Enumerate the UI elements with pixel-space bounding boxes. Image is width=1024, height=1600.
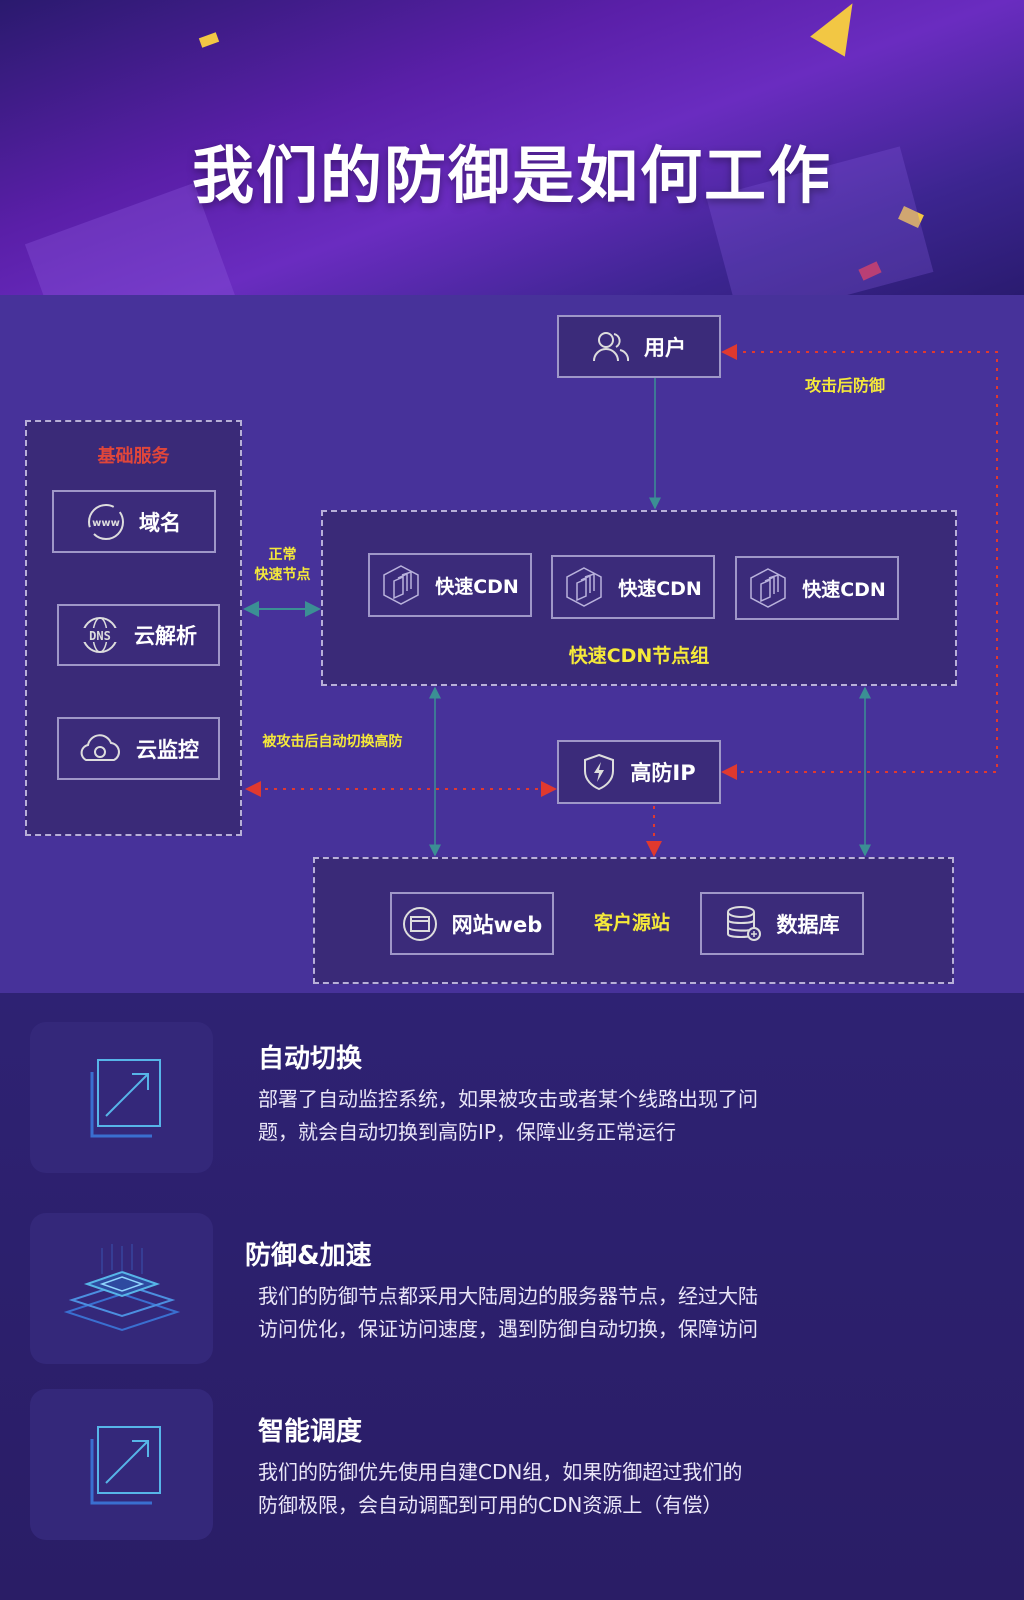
database-label: 数据库	[776, 912, 840, 937]
arrow-out-icon	[90, 1058, 161, 1137]
cdn-group-label: 快速CDN节点组	[568, 645, 710, 667]
feature-icon-card	[30, 1389, 213, 1540]
users-icon	[593, 331, 630, 361]
feature-title: 防御&加速	[245, 1241, 372, 1271]
feature-body: 我们的防御优先使用自建CDN组，如果防御超过我们的 防御极限，会自动调配到可用的…	[258, 1456, 858, 1522]
feature-title: 自动切换	[258, 1044, 363, 1074]
normal-label-line1: 正常	[268, 547, 297, 563]
domain-node: www 域名	[52, 490, 216, 553]
user-node: 用户	[557, 315, 721, 378]
feature-line: 部署了自动监控系统，如果被攻击或者某个线路出现了问	[258, 1087, 758, 1111]
database-node: 数据库	[700, 892, 864, 955]
feature-line: 我们的防御节点都采用大陆周边的服务器节点，经过大陆	[258, 1284, 758, 1308]
website-node: 网站web	[390, 892, 554, 955]
feature-line: 访问优化，保证访问速度，遇到防御自动切换，保障访问	[258, 1317, 758, 1341]
hero-banner: 我们的防御是如何工作	[0, 0, 1024, 295]
monitor-node: 云监控	[57, 717, 220, 780]
cloud-camera-icon	[80, 733, 120, 761]
after-attack-label: 攻击后防御	[804, 376, 885, 395]
cube-icon	[750, 568, 786, 608]
svg-text:www: www	[92, 518, 120, 529]
cube-icon	[383, 565, 419, 605]
website-label: 网站web	[451, 912, 543, 937]
feature-line: 防御极限，会自动调配到可用的CDN资源上（有偿）	[258, 1493, 723, 1517]
normal-label-line2: 快速节点	[254, 567, 311, 583]
feature-icon-card	[30, 1022, 213, 1173]
dns-globe-icon: DNS	[81, 617, 119, 653]
browser-icon	[402, 906, 437, 941]
basic-services-title: 基础服务	[97, 446, 170, 467]
cdn-node-label: 快速CDN	[802, 578, 886, 601]
feature-body: 部署了自动监控系统，如果被攻击或者某个线路出现了问 题，就会自动切换到高防IP，…	[258, 1083, 858, 1149]
svg-text:DNS: DNS	[89, 629, 111, 643]
decor-shard	[810, 0, 870, 57]
dns-label: 云解析	[134, 624, 197, 648]
user-label: 用户	[644, 335, 686, 360]
feature-line: 题，就会自动切换到高防IP，保障业务正常运行	[258, 1120, 676, 1144]
high-defense-ip-node: 高防IP	[557, 740, 721, 804]
database-icon	[726, 905, 761, 941]
cdn-node: 快速CDN	[368, 553, 532, 617]
shield-bolt-icon	[584, 753, 615, 791]
cdn-node-label: 快速CDN	[435, 575, 519, 598]
origin-label: 客户源站	[593, 912, 670, 934]
dns-node: DNS 云解析	[57, 604, 220, 666]
arrow-out-icon	[90, 1425, 161, 1504]
monitor-label: 云监控	[136, 737, 199, 762]
www-icon: www	[88, 503, 124, 540]
cube-icon	[566, 567, 602, 607]
cdn-node-label: 快速CDN	[618, 577, 702, 600]
page-title: 我们的防御是如何工作	[191, 139, 832, 212]
feature-body: 我们的防御节点都采用大陆周边的服务器节点，经过大陆 访问优化，保证访问速度，遇到…	[258, 1280, 858, 1346]
normal-route-label: 正常 快速节点	[245, 545, 320, 585]
chip-layers-icon	[63, 1243, 180, 1331]
feature-title: 智能调度	[258, 1417, 363, 1447]
auto-switch-label: 被攻击后自动切换高防	[262, 734, 403, 750]
feature-icon-card	[30, 1213, 213, 1364]
cdn-node: 快速CDN	[551, 555, 715, 619]
decor-shard	[198, 32, 220, 48]
cdn-node: 快速CDN	[735, 556, 899, 620]
high-defense-ip-label: 高防IP	[630, 761, 696, 785]
domain-label: 域名	[139, 510, 181, 535]
feature-line: 我们的防御优先使用自建CDN组，如果防御超过我们的	[258, 1460, 743, 1484]
